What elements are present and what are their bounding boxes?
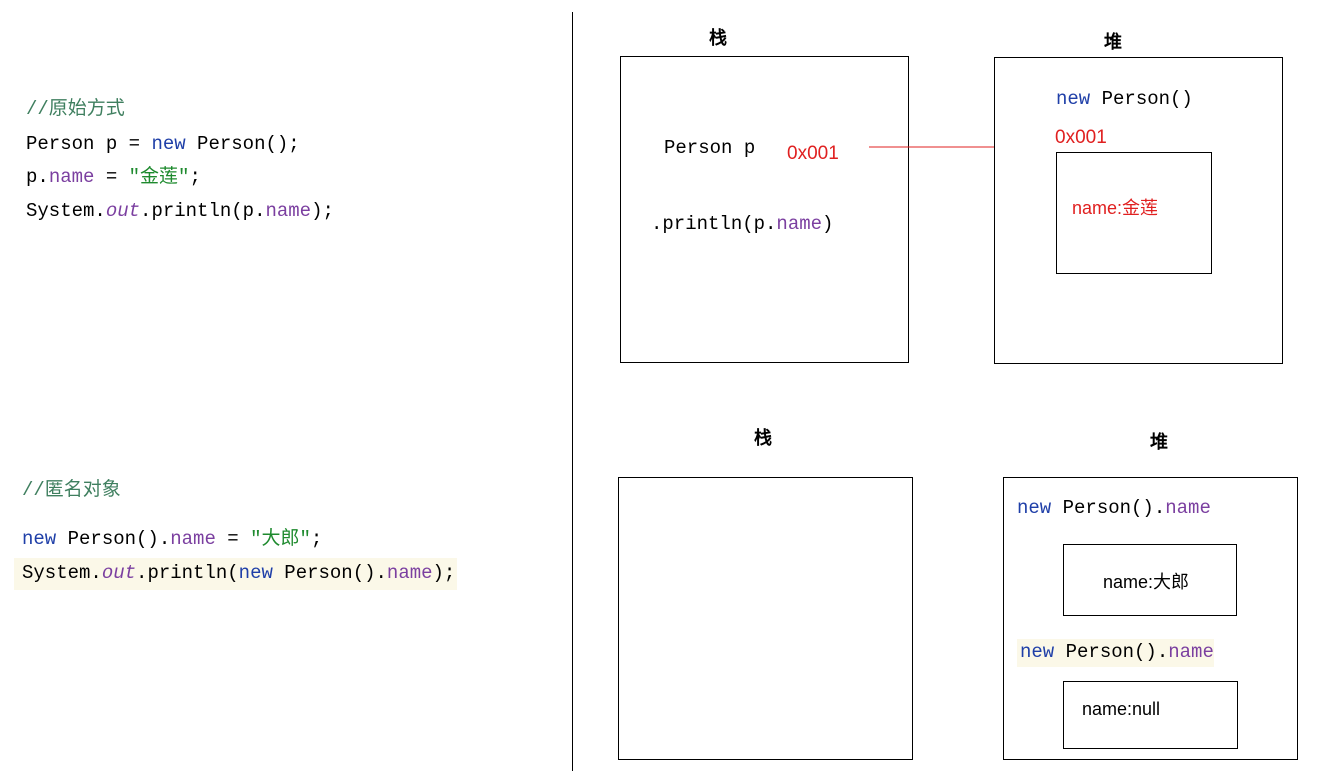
original-code-line-1: Person p = new Person(); [26, 133, 300, 155]
top-heap-address: 0x001 [1055, 127, 1107, 148]
bottom-heap-label: 堆 [1150, 432, 1168, 453]
anonymous-code-line-1: new Person().name = "大郎"; [22, 528, 323, 550]
bottom-heap-line-2: new Person().name [1017, 639, 1214, 667]
original-code-line-3: System.out.println(p.name); [26, 200, 334, 222]
top-heap-box: new Person() 0x001 name:金莲 [994, 57, 1283, 364]
vertical-divider [572, 12, 573, 771]
bottom-heap-object-1-value: name:大郎 [1103, 572, 1190, 592]
bottom-heap-line-1: new Person().name [1017, 497, 1211, 519]
top-heap-new: new Person() [1056, 88, 1193, 110]
top-stack-label: 栈 [709, 28, 727, 49]
original-code-line-2: p.name = "金莲"; [26, 166, 201, 188]
top-stack-box: Person p 0x001 .println(p.name) [620, 56, 909, 363]
bottom-stack-box [618, 477, 913, 760]
anonymous-code-line-2: System.out.println(new Person().name); [14, 558, 458, 590]
bottom-stack-label: 栈 [754, 428, 772, 449]
top-stack-var: Person p [664, 137, 756, 159]
top-stack-call: .println(p.name) [651, 213, 834, 235]
bottom-heap-object-2-value: name:null [1082, 699, 1161, 719]
top-heap-label: 堆 [1104, 32, 1122, 53]
original-comment: //原始方式 [26, 98, 125, 120]
bottom-heap-box: new Person().name name:大郎 new Person().n… [1003, 477, 1298, 760]
anonymous-comment: //匿名对象 [22, 479, 121, 501]
bottom-heap-object-1: name:大郎 [1063, 544, 1237, 616]
top-heap-object-box: name:金莲 [1056, 152, 1212, 274]
top-stack-address: 0x001 [787, 143, 839, 164]
top-heap-object-value: name:金莲 [1072, 198, 1159, 218]
bottom-heap-object-2: name:null [1063, 681, 1238, 749]
